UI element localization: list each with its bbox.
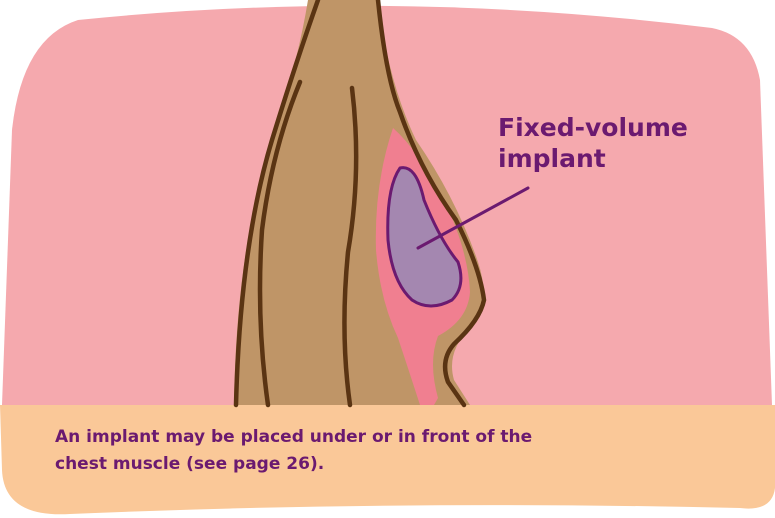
implant-label-line-1: Fixed-volume	[498, 112, 738, 143]
implant-label: Fixed-volume implant	[498, 112, 738, 174]
caption-text: An implant may be placed under or in fro…	[55, 424, 735, 478]
caption-line-2: chest muscle (see page 26).	[55, 451, 735, 478]
caption-line-1: An implant may be placed under or in fro…	[55, 424, 735, 451]
implant-label-line-2: implant	[498, 143, 738, 174]
